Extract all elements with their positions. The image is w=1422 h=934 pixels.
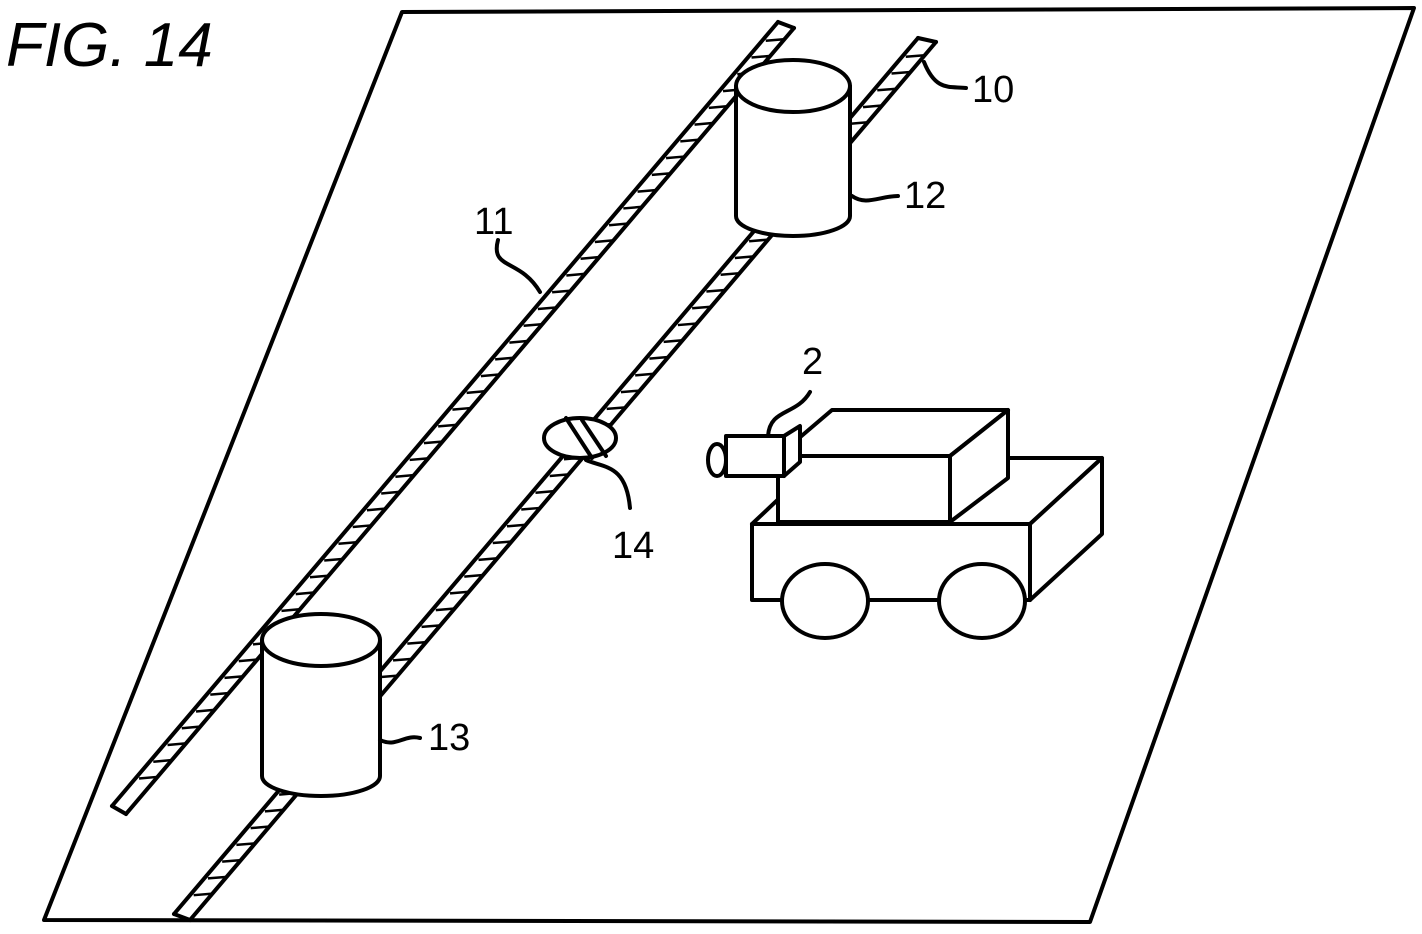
camera-lens [706, 442, 728, 478]
label-ref-2: 2 [802, 341, 823, 383]
label-ref-14: 14 [612, 525, 654, 567]
label-ref-12: 12 [904, 175, 946, 217]
ground-plane [42, 6, 1416, 924]
cylinder-13 [260, 612, 382, 798]
camera [724, 434, 786, 478]
label-ref-11: 11 [474, 201, 513, 243]
cylinder-12 [734, 58, 852, 238]
label-ref-13: 13 [428, 717, 470, 759]
robot-vehicle-2 [706, 408, 1104, 640]
figure-title: FIG. 14 [6, 11, 213, 80]
label-ref-10: 10 [972, 69, 1014, 111]
marker-14 [542, 416, 618, 460]
leader-lines [378, 60, 968, 745]
rail-11 [110, 20, 796, 816]
wheel-left [780, 562, 870, 640]
wheel-right [937, 562, 1027, 640]
